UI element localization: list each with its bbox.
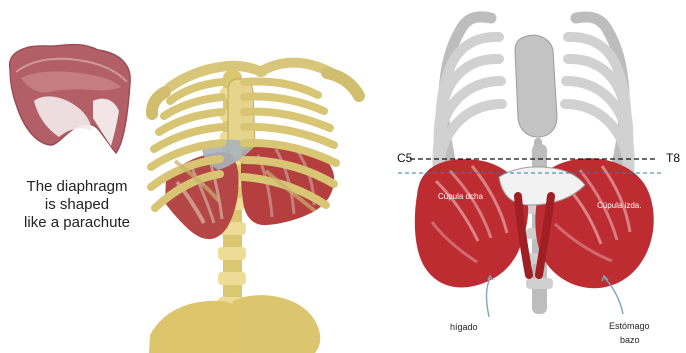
stomach-label: Estómago	[609, 321, 650, 331]
c5-label: C5	[397, 151, 413, 165]
liver-arrow	[487, 278, 491, 317]
right-dome-label: Cúpula dcha	[438, 192, 483, 201]
liver-label: hígado	[450, 322, 478, 332]
right-illustration: C5 T8 Cúpula dcha Cúpula izda. hígado Es…	[381, 0, 686, 353]
t8-label: T8	[666, 151, 680, 165]
left-dome-label: Cúpula izda.	[597, 201, 641, 210]
caption-line-1: The diaphragm	[12, 178, 142, 196]
left-panel: The diaphragm is shaped like a parachute	[0, 0, 380, 353]
left-caption: The diaphragm is shaped like a parachute	[12, 178, 142, 232]
anatomical-ribcage-diagram: C5 T8 Cúpula dcha Cúpula izda. hígado Es…	[397, 17, 680, 345]
ribcage-diaphragm-illustration	[149, 63, 359, 353]
left-illustration	[0, 0, 380, 353]
caption-line-3: like a parachute	[12, 214, 142, 232]
spleen-label: bazo	[620, 335, 640, 345]
caption-line-2: is shaped	[12, 196, 142, 214]
right-panel: C5 T8 Cúpula dcha Cúpula izda. hígado Es…	[381, 0, 686, 353]
diaphragm-dome-illustration	[10, 45, 131, 153]
